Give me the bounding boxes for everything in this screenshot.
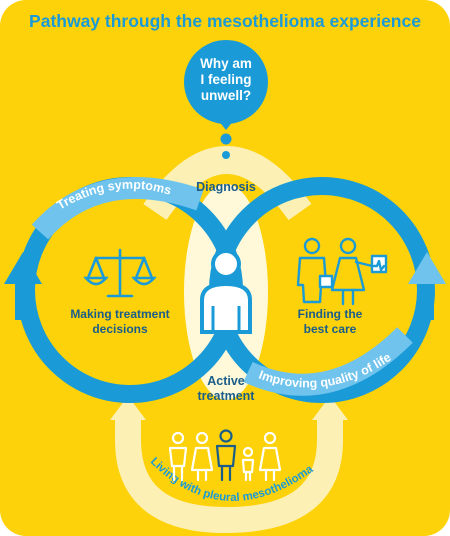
- living-loop: [115, 415, 343, 534]
- active-treatment-line-2: treatment: [198, 389, 256, 403]
- bubble-line-3: unwell?: [201, 88, 251, 103]
- treating-band: [31, 177, 204, 240]
- balance-scales-icon: [83, 248, 157, 298]
- decisions-line-1: Making treatment: [70, 307, 169, 321]
- living-arrow-left: [110, 396, 146, 420]
- thought-dot-small: [222, 151, 230, 159]
- page-title: Pathway through the mesothelioma experie…: [29, 11, 421, 31]
- bubble-line-1: Why am: [200, 56, 252, 71]
- living-arrow-right: [312, 396, 348, 420]
- bubble-tail: [218, 120, 234, 130]
- left-arrow-shaft: [15, 280, 31, 320]
- doctor-and-nurse-icon: [296, 237, 388, 306]
- care-line-1: Finding the: [298, 307, 363, 321]
- care-line-2: best care: [304, 322, 357, 336]
- right-arrow-head: [408, 252, 446, 284]
- right-arrow-shaft: [418, 280, 434, 320]
- improving-band: [243, 327, 413, 396]
- question-bubble: [184, 40, 268, 124]
- diagnosis-label: Diagnosis: [196, 180, 256, 194]
- left-arrow-head: [4, 252, 42, 284]
- thought-dot-large: [220, 133, 232, 145]
- active-treatment-line-1: Active: [207, 374, 245, 388]
- family-group-icon: [168, 429, 282, 482]
- patient-icon: [200, 249, 252, 334]
- decisions-line-2: decisions: [92, 322, 148, 336]
- bubble-line-2: I feeling: [200, 72, 251, 87]
